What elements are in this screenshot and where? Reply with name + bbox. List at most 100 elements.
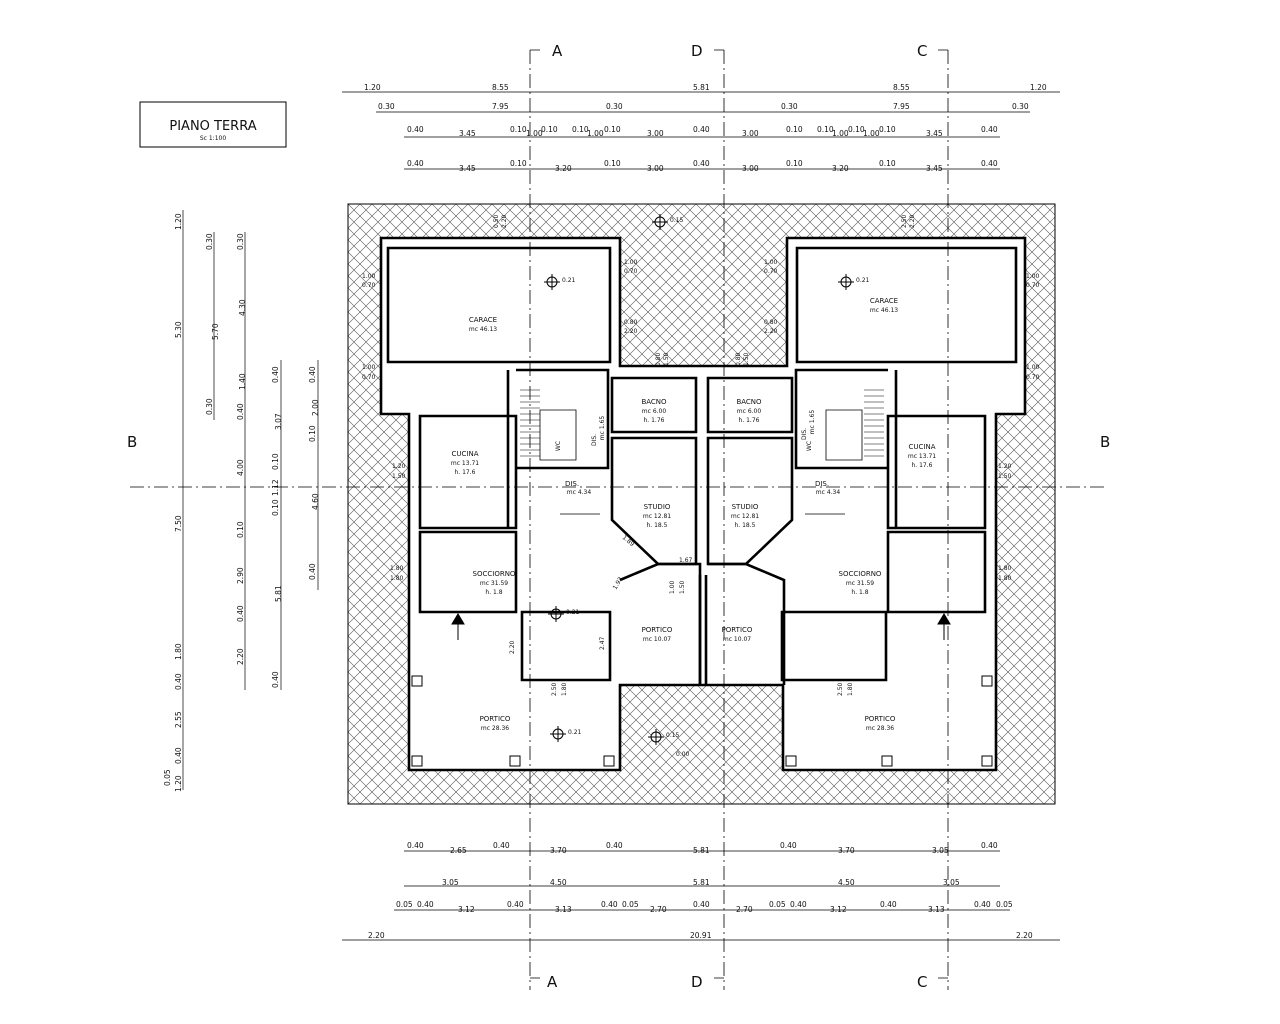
room-height: h. 17.6 (912, 462, 933, 469)
dim: 0.10 (786, 159, 803, 168)
dimension-lines (182, 91, 1060, 941)
dim: 2.20 (764, 328, 778, 335)
room-height: h. 1.8 (485, 589, 502, 596)
dim: 2.55 (174, 711, 183, 728)
dim: 1.80 (174, 643, 183, 660)
dim: 3.13 (555, 905, 572, 914)
dim: 3.00 (742, 164, 759, 173)
dim: 0.10 (510, 125, 527, 134)
dim: 2.47 (599, 636, 606, 650)
dim: 0.40 (981, 841, 998, 850)
level-marker: 0.21 (550, 726, 582, 742)
level-value: 0.21 (562, 277, 576, 284)
dim: 0.40 (693, 125, 710, 134)
dim: 0.40 (308, 563, 317, 580)
dim: 0.30 (606, 102, 623, 111)
dim: 1.20 (174, 775, 183, 792)
dim: 0.05 (996, 900, 1013, 909)
level-value: 0.15 (670, 217, 684, 224)
room-name: WC (806, 441, 813, 451)
dim: 0.80 (655, 352, 662, 366)
dim: 0.40 (308, 366, 317, 383)
room-name: DIS. (815, 480, 829, 488)
section-axes: A D C A D C B B (127, 42, 1110, 991)
room-area: mc 12.81 (731, 513, 759, 520)
room-name: PORTICO (642, 626, 673, 634)
room-height: h. 18.5 (647, 522, 668, 529)
internal-walls (386, 246, 1018, 685)
dims-bottom-row4: 2.20 20.91 2.20 (368, 931, 1033, 940)
room-name: CARACE (469, 316, 497, 324)
dim: 0.10 (271, 499, 280, 516)
dim: 2.90 (236, 567, 245, 584)
dim: 2.70 (650, 905, 667, 914)
room-area: mc 4.34 (816, 489, 841, 496)
dim: 3.12 (830, 905, 847, 914)
dim: 0.70 (1026, 374, 1040, 381)
room-area: mc 28.36 (481, 725, 509, 732)
dim: 3.05 (442, 878, 459, 887)
room-area: mc 31.59 (846, 580, 874, 587)
room-name: STUDIO (644, 503, 671, 511)
level-markers: 0.21 0.21 0.21 0.21 0.15 0.15 0.00 (544, 214, 870, 758)
dim: 0.30 (205, 233, 214, 250)
room-name: PORTICO (480, 715, 511, 723)
dim: 4.50 (550, 878, 567, 887)
dim: 0.40 (981, 159, 998, 168)
dim: 5.81 (274, 585, 283, 602)
room-name: PORTICO (865, 715, 896, 723)
dim: 0.40 (507, 900, 524, 909)
dim: 2.70 (736, 905, 753, 914)
dim: 1.80 (390, 565, 404, 572)
section-d-bottom: D (691, 973, 703, 991)
dim: 2.00 (311, 399, 320, 416)
dim: 2.20 (1016, 931, 1033, 940)
room-area: mc 31.59 (480, 580, 508, 587)
dim: 4.00 (236, 459, 245, 476)
dim: 1.80 (390, 575, 404, 582)
room-name: SOCCIORNO (473, 570, 516, 578)
dims-bottom-row3: 0.05 0.40 3.12 0.40 3.13 0.40 0.05 2.70 … (396, 900, 1013, 914)
dim: 5.70 (211, 323, 220, 340)
dim: 0.10 (879, 159, 896, 168)
room-height: h. 1.76 (644, 417, 665, 424)
dim: 0.30 (781, 102, 798, 111)
room-area: mc 46.13 (469, 326, 497, 333)
dim: 1.80 (998, 565, 1012, 572)
dim: 7.50 (174, 515, 183, 532)
room-height: h. 17.6 (455, 469, 476, 476)
dim: 0.10 (879, 125, 896, 134)
title-block: PIANO TERRA Sc 1:100 (139, 101, 287, 148)
dim: 1.50 (679, 580, 686, 594)
dim: 0.50 (493, 214, 500, 228)
dim: 1.40 (238, 373, 247, 390)
dim: 0.70 (362, 282, 376, 289)
dim: 4.30 (238, 299, 247, 316)
dim: 0.40 (780, 841, 797, 850)
room-name: STUDIO (732, 503, 759, 511)
dim: 5.30 (174, 321, 183, 338)
dim: 3.45 (459, 164, 476, 173)
dim: 1.00 (764, 259, 778, 266)
dim: 2.65 (450, 846, 467, 855)
level-marker: 0.21 (544, 274, 576, 290)
room-name: CUCINA (452, 450, 479, 458)
dim: 2.20 (909, 214, 916, 228)
dim: 0.10 (572, 125, 589, 134)
dim: 0.80 (764, 319, 778, 326)
dim: 0.10 (510, 159, 527, 168)
dim: 3.70 (838, 846, 855, 855)
dim: 2.20 (509, 640, 516, 654)
level-marker: 0.21 (548, 606, 580, 622)
dim: 1.50 (743, 352, 750, 366)
room-name: SOCCIORNO (839, 570, 882, 578)
dim: 1.20 (1030, 83, 1047, 92)
section-b-right: B (1100, 433, 1110, 451)
dim: 0.10 (236, 521, 245, 538)
dim: 1.20 (174, 213, 183, 230)
dim: 1.80 (847, 682, 854, 696)
dim: 1.67 (679, 557, 693, 564)
dim: 5.81 (693, 846, 710, 855)
dim: 1.00 (362, 364, 376, 371)
